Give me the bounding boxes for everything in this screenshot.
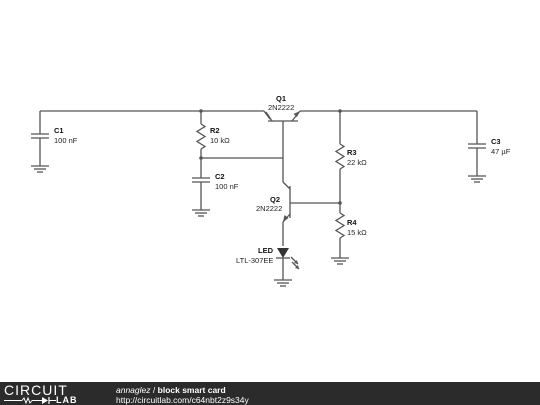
r2-resistor[interactable] xyxy=(195,111,207,158)
c1-capacitor[interactable] xyxy=(31,111,49,166)
c3-capacitor[interactable] xyxy=(468,111,486,176)
logo-wordmark-top: CIRCUIT xyxy=(4,382,68,398)
r3-resistor[interactable] xyxy=(334,111,346,203)
c1-ground-symbol xyxy=(31,165,49,173)
r4-resistor[interactable] xyxy=(334,203,346,258)
r2-ref-label: R2 xyxy=(210,126,220,135)
credit-separator: / xyxy=(152,385,156,395)
led-ground-symbol xyxy=(274,279,292,287)
q2-value-label: 2N2222 xyxy=(256,204,282,213)
c2-capacitor[interactable] xyxy=(192,158,210,210)
r4-ref-label: R4 xyxy=(347,218,357,227)
c3-value-label: 47 µF xyxy=(491,147,511,156)
logo-diode-icon xyxy=(4,396,56,405)
led-diode[interactable] xyxy=(276,248,290,280)
circuit-title: block smart card xyxy=(157,385,226,395)
q1-transistor[interactable] xyxy=(263,110,301,158)
r4-ground-symbol xyxy=(331,257,349,265)
r2-value-label: 10 kΩ xyxy=(210,136,230,145)
footer-bar: CIRCUIT LAB annaglez / block smart card … xyxy=(0,382,540,405)
circuit-schematic: C1 100 nF R2 10 kΩ C2 100 nF Q1 2N2222 xyxy=(31,94,511,287)
logo-wordmark-bottom: LAB xyxy=(56,395,78,405)
c2-value-label: 100 nF xyxy=(215,182,239,191)
r4-value-label: 15 kΩ xyxy=(347,228,367,237)
r3-ref-label: R3 xyxy=(347,148,357,157)
q1-value-label: 2N2222 xyxy=(268,103,294,112)
c3-ref-label: C3 xyxy=(491,137,501,146)
led-ref-label: LED xyxy=(258,246,274,255)
circuit-url-link[interactable]: http://circuitlab.com/c64nbt2z9s34y xyxy=(116,395,249,405)
led-value-label: LTL-307EE xyxy=(236,256,273,265)
q2-ref-label: Q2 xyxy=(270,195,280,204)
c2-ref-label: C2 xyxy=(215,172,225,181)
c3-ground-symbol xyxy=(468,175,486,183)
circuitlab-logo[interactable]: CIRCUIT LAB xyxy=(4,382,92,405)
credit-line: annaglez / block smart card xyxy=(116,385,226,395)
c2-ground-symbol xyxy=(192,209,210,217)
q1-ref-label: Q1 xyxy=(276,94,286,103)
led-light-arrows-icon xyxy=(290,256,300,270)
q2-transistor[interactable] xyxy=(282,158,340,246)
junction-dot-top-left xyxy=(199,109,203,113)
c1-value-label: 100 nF xyxy=(54,136,78,145)
r3-value-label: 22 kΩ xyxy=(347,158,367,167)
author-link[interactable]: annaglez xyxy=(116,385,151,395)
c1-ref-label: C1 xyxy=(54,126,64,135)
